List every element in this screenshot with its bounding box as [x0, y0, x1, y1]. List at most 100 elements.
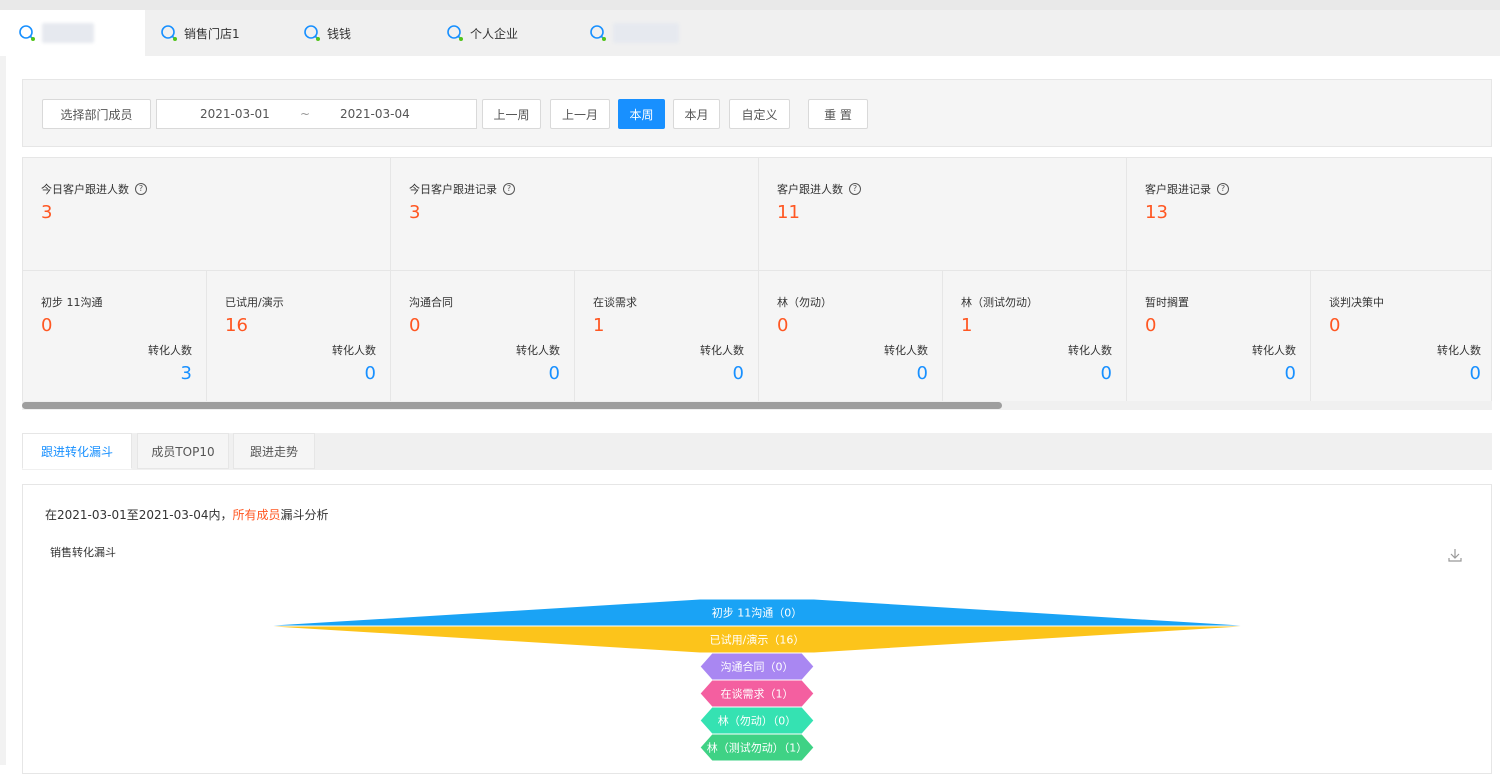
- stage-label: 沟通合同: [409, 296, 453, 309]
- summary-card: 今日客户跟进人数? 3: [23, 158, 391, 270]
- chat-icon: [447, 25, 463, 41]
- help-icon[interactable]: ?: [503, 183, 515, 195]
- tab-trend[interactable]: 跟进走势: [233, 433, 315, 469]
- tab-label: 个人企业: [470, 26, 519, 41]
- conversion-label: 转化人数: [332, 344, 376, 357]
- funnel-segment[interactable]: [699, 733, 815, 762]
- help-icon[interactable]: ?: [1217, 183, 1229, 195]
- stage-row: 初步 11沟通 0 转化人数 3 已试用/演示 16 转化人数 0 沟通合同 0…: [23, 270, 1491, 401]
- desc-prefix: 在2021-03-01至2021-03-04内，: [45, 508, 233, 522]
- conversion-label: 转化人数: [148, 344, 192, 357]
- stage-label: 在谈需求: [593, 296, 637, 309]
- tab-funnel[interactable]: 跟进转化漏斗: [22, 433, 132, 469]
- date-start[interactable]: 2021-03-01: [200, 107, 270, 121]
- summary-label-wrap: 今日客户跟进记录?: [409, 181, 515, 197]
- summary-label: 今日客户跟进人数: [41, 183, 129, 196]
- store-tabbar: 销售门店1 钱钱 个人企业: [0, 10, 1500, 56]
- stage-value: 0: [777, 315, 789, 336]
- date-end[interactable]: 2021-03-04: [340, 107, 410, 121]
- tab-label: 销售门店1: [184, 26, 240, 41]
- stage-label: 林（测试勿动）: [961, 296, 1038, 309]
- tab-label: 钱钱: [327, 26, 352, 41]
- help-icon[interactable]: ?: [135, 183, 147, 195]
- horizontal-scrollbar[interactable]: [22, 401, 1492, 410]
- conversion-value: 0: [548, 363, 560, 384]
- summary-value: 11: [777, 202, 800, 223]
- select-member-button[interactable]: 选择部门成员: [42, 99, 151, 129]
- funnel-label: 沟通合同（0）: [721, 660, 794, 674]
- download-icon[interactable]: [1447, 547, 1463, 563]
- this-week-button[interactable]: 本周: [618, 99, 665, 129]
- desc-suffix: 漏斗分析: [280, 508, 329, 522]
- tab-top10[interactable]: 成员TOP10: [137, 433, 229, 469]
- analysis-tabs: 跟进转化漏斗 成员TOP10 跟进走势: [22, 433, 1492, 470]
- prev-month-button[interactable]: 上一月: [550, 99, 610, 129]
- summary-value: 13: [1145, 202, 1168, 223]
- summary-value: 3: [41, 202, 53, 223]
- tab-store-1[interactable]: [0, 10, 145, 56]
- chat-icon: [161, 25, 177, 41]
- stage-card: 林（勿动） 0 转化人数 0: [759, 271, 943, 401]
- summary-card: 客户跟进记录? 13: [1127, 158, 1491, 270]
- filter-bar: 选择部门成员 2021-03-01 ~ 2021-03-04 上一周 上一月 本…: [22, 79, 1492, 147]
- conversion-label: 转化人数: [884, 344, 928, 357]
- date-range-picker[interactable]: 2021-03-01 ~ 2021-03-04: [156, 99, 477, 129]
- stage-card: 已试用/演示 16 转化人数 0: [207, 271, 391, 401]
- funnel-segment[interactable]: [256, 625, 1258, 654]
- summary-label-wrap: 客户跟进人数?: [777, 181, 861, 197]
- summary-label: 客户跟进记录: [1145, 183, 1211, 196]
- stage-value: 0: [1145, 315, 1157, 336]
- summary-label-wrap: 客户跟进记录?: [1145, 181, 1229, 197]
- tab-store-3[interactable]: 钱钱: [303, 10, 351, 56]
- summary-label: 客户跟进人数: [777, 183, 843, 196]
- funnel-label: 在谈需求（1）: [721, 688, 794, 701]
- stage-card: 在谈需求 1 转化人数 0: [575, 271, 759, 401]
- analysis-description: 在2021-03-01至2021-03-04内，所有成员漏斗分析: [45, 506, 329, 523]
- stage-value: 0: [409, 315, 421, 336]
- chart-title: 销售转化漏斗: [50, 546, 116, 559]
- stage-value: 1: [961, 315, 973, 336]
- stage-card: 初步 11沟通 0 转化人数 3: [23, 271, 207, 401]
- stage-card: 暂时搁置 0 转化人数 0: [1127, 271, 1311, 401]
- tab-store-2[interactable]: 销售门店1: [160, 10, 240, 56]
- stage-card: 沟通合同 0 转化人数 0: [391, 271, 575, 401]
- chat-icon: [590, 25, 606, 41]
- help-icon[interactable]: ?: [849, 183, 861, 195]
- conversion-label: 转化人数: [1068, 344, 1112, 357]
- summary-card: 今日客户跟进记录? 3: [391, 158, 759, 270]
- tab-store-4[interactable]: 个人企业: [446, 10, 518, 56]
- conversion-value: 0: [1469, 363, 1481, 384]
- tab-label-blurred: [42, 23, 94, 43]
- this-month-button[interactable]: 本月: [673, 99, 720, 129]
- desc-highlight[interactable]: 所有成员: [232, 508, 281, 522]
- date-separator: ~: [300, 107, 311, 121]
- stage-value: 0: [1329, 315, 1341, 336]
- summary-label: 今日客户跟进记录: [409, 183, 497, 196]
- stage-label: 已试用/演示: [225, 296, 284, 309]
- funnel-chart: 初步 11沟通（0） 已试用/演示（16） 沟通合同（0） 在谈需求（1） 林（勿动）（…: [256, 598, 1258, 762]
- stage-value: 16: [225, 315, 248, 336]
- prev-week-button[interactable]: 上一周: [482, 99, 541, 129]
- stage-label: 初步 11沟通: [41, 296, 103, 309]
- conversion-value: 3: [180, 363, 192, 384]
- conversion-value: 0: [916, 363, 928, 384]
- tab-label-blurred: [613, 23, 679, 43]
- top-strip: [0, 0, 1500, 10]
- conversion-label: 转化人数: [1252, 344, 1296, 357]
- left-edge: [0, 56, 6, 765]
- reset-button[interactable]: 重 置: [808, 99, 868, 129]
- summary-card: 客户跟进人数? 11: [759, 158, 1127, 270]
- stage-label: 谈判决策中: [1329, 296, 1384, 309]
- funnel-label: 已试用/演示（16）: [710, 633, 805, 647]
- conversion-value: 0: [1284, 363, 1296, 384]
- funnel-label: 初步 11沟通（0）: [712, 606, 803, 620]
- funnel-label: 林（勿动）（0）: [718, 714, 797, 728]
- conversion-label: 转化人数: [700, 344, 744, 357]
- summary-value: 3: [409, 202, 421, 223]
- custom-button[interactable]: 自定义: [729, 99, 790, 129]
- conversion-label: 转化人数: [516, 344, 560, 357]
- stage-label: 暂时搁置: [1145, 296, 1189, 309]
- stats-panel: 今日客户跟进人数? 3 今日客户跟进记录? 3 客户跟进人数? 11 客户跟进记…: [22, 157, 1492, 402]
- tab-store-5[interactable]: [589, 10, 679, 56]
- scrollbar-thumb[interactable]: [22, 402, 1002, 409]
